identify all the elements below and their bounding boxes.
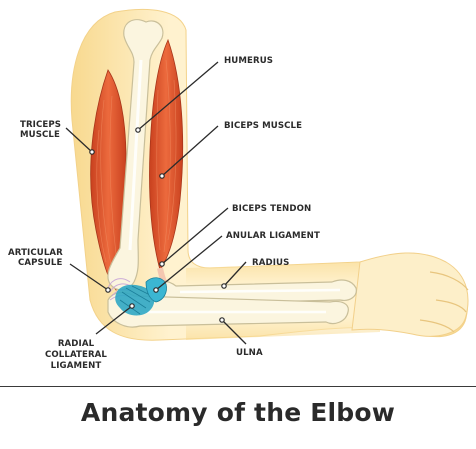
- triceps-label-line1: TRICEPS: [20, 120, 61, 130]
- articular-capsule-label-line1: ARTICULAR: [8, 248, 63, 258]
- triceps-muscle: [90, 69, 127, 291]
- elbow-anatomy-diagram: HUMERUS TRICEPS MUSCLE BICEPS MUSCLE BIC…: [8, 8, 469, 371]
- biceps-muscle-label: BICEPS MUSCLE: [224, 121, 302, 131]
- ulna-label: ULNA: [236, 348, 263, 358]
- radial-collateral-label-line2: COLLATERAL: [45, 350, 107, 360]
- anular-ligament-label: ANULAR LIGAMENT: [226, 231, 320, 241]
- biceps-tendon-label: BICEPS TENDON: [232, 204, 311, 214]
- caption-divider: [0, 386, 476, 387]
- diagram-caption: Anatomy of the Elbow: [80, 398, 396, 427]
- radial-collateral-label-line3: LIGAMENT: [51, 361, 102, 371]
- hand: [351, 252, 469, 337]
- radial-collateral-label-line1: RADIAL: [58, 339, 95, 349]
- leader-lines: [65, 61, 247, 345]
- articular-capsule-label-line2: CAPSULE: [18, 258, 62, 268]
- triceps-label-line2: MUSCLE: [20, 130, 60, 140]
- humerus-label: HUMERUS: [224, 56, 273, 66]
- radius-label: RADIUS: [252, 258, 289, 268]
